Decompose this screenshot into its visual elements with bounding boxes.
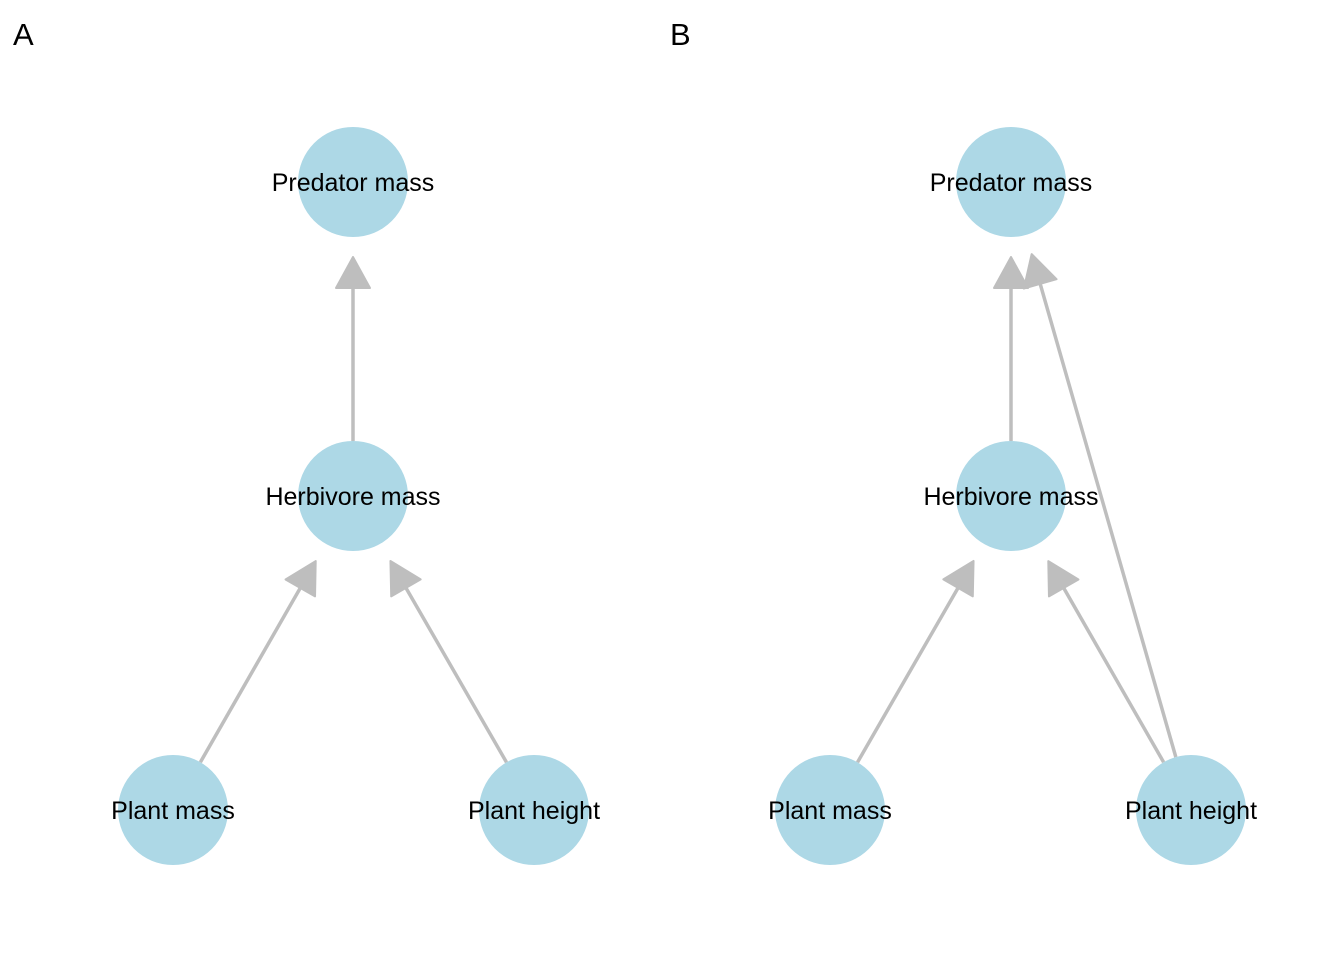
edge-line	[1037, 281, 1178, 758]
node-circle	[1136, 755, 1246, 865]
edge-herbivore-to-predator	[335, 256, 371, 441]
node-plant-mass: Plant mass	[111, 755, 235, 865]
arrowhead-icon	[335, 256, 371, 289]
node-label: Plant height	[468, 797, 600, 825]
edge-herbivore-to-predator	[993, 256, 1029, 441]
arrowhead-icon	[942, 559, 975, 598]
panel-letter-b: B	[670, 17, 691, 52]
edge-line	[198, 585, 303, 764]
node-circle	[298, 127, 408, 237]
node-label: Herbivore mass	[265, 483, 440, 511]
edge-plant_height-to-herbivore	[389, 559, 509, 764]
node-herbivore: Herbivore mass	[923, 441, 1099, 551]
node-label: Plant mass	[768, 797, 892, 825]
node-plant-height: Plant height	[468, 755, 600, 865]
node-label: Plant height	[1125, 797, 1257, 825]
arrowhead-icon	[389, 559, 422, 598]
node-circle	[479, 755, 589, 865]
panel-letter-a: A	[13, 17, 34, 52]
edge-plant_height-to-predator	[1022, 253, 1178, 758]
node-plant-mass: Plant mass	[768, 755, 892, 865]
node-label: Predator mass	[930, 169, 1093, 197]
node-circle	[298, 441, 408, 551]
edge-line	[855, 585, 961, 764]
edge-plant_mass-to-herbivore	[198, 560, 317, 764]
node-circle	[775, 755, 885, 865]
arrowhead-icon	[284, 560, 317, 598]
node-predator: Predator mass	[930, 127, 1093, 237]
arrowhead-icon	[1022, 253, 1058, 290]
node-label: Herbivore mass	[923, 483, 1098, 511]
node-circle	[956, 127, 1066, 237]
node-label: Plant mass	[111, 797, 235, 825]
node-plant-height: Plant height	[1125, 755, 1257, 865]
arrowhead-icon	[993, 256, 1029, 289]
node-circle	[956, 441, 1066, 551]
node-herbivore: Herbivore mass	[265, 441, 441, 551]
node-circle	[118, 755, 228, 865]
arrowhead-icon	[1047, 560, 1080, 598]
node-label: Predator mass	[272, 169, 435, 197]
edge-plant_height-to-herbivore	[1047, 560, 1166, 764]
edge-plant_mass-to-herbivore	[855, 559, 975, 764]
node-predator: Predator mass	[272, 127, 435, 237]
edge-line	[403, 585, 509, 764]
edge-line	[1061, 585, 1166, 764]
